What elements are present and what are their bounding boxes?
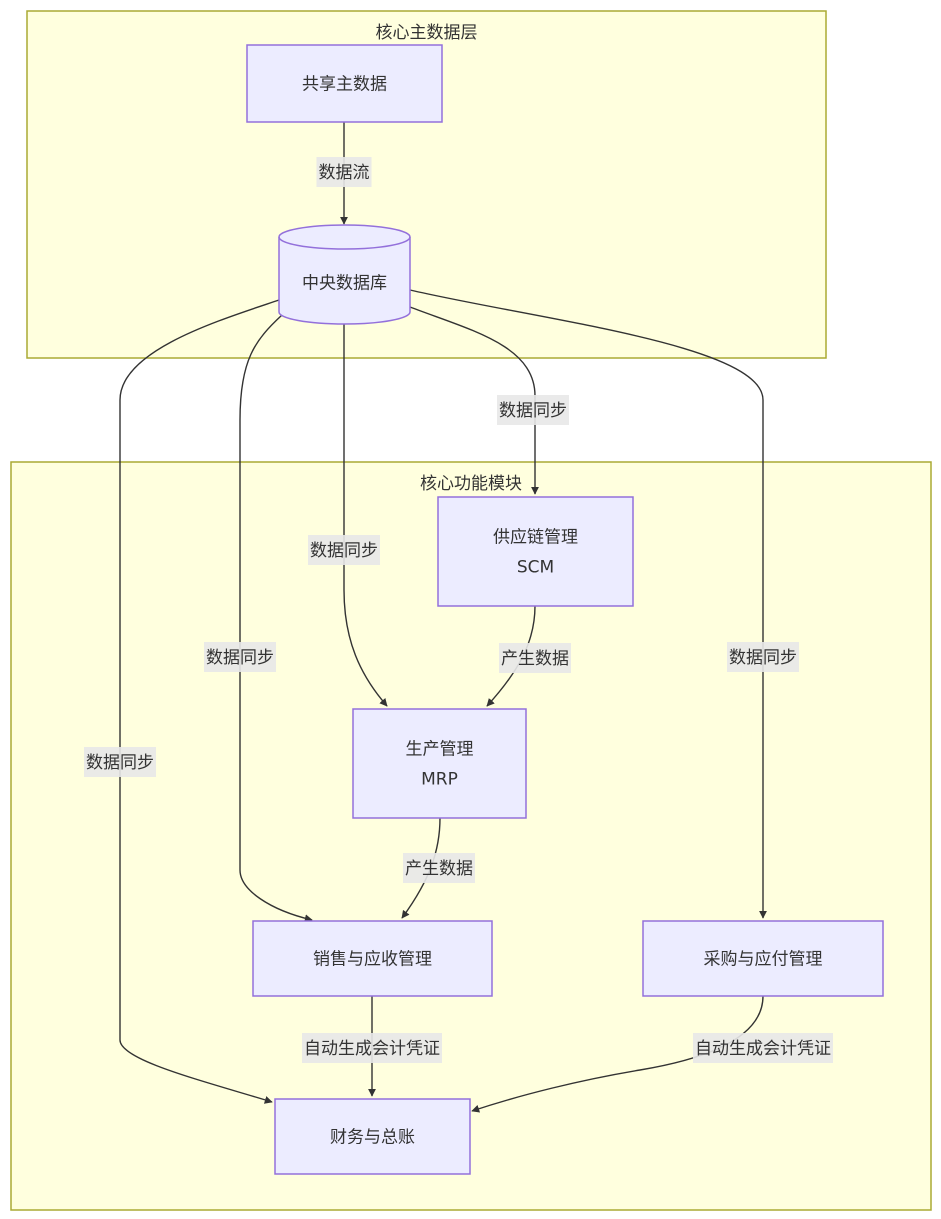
node-db[interactable]: 中央数据库 bbox=[278, 224, 411, 325]
node-label: MRP bbox=[421, 770, 458, 790]
cluster-title: 核心主数据层 bbox=[376, 23, 478, 43]
edge-label-background bbox=[302, 1033, 442, 1063]
database-cylinder-body bbox=[278, 224, 411, 325]
edge-db-to-purchase bbox=[409, 289, 767, 919]
edge-label-background bbox=[403, 853, 475, 883]
node-label: 中央数据库 bbox=[302, 274, 387, 294]
edge-label-text: 数据同步 bbox=[729, 648, 797, 668]
node-box bbox=[642, 920, 884, 997]
edge-purchase-to-finance bbox=[471, 995, 764, 1113]
edge-label-text: 产生数据 bbox=[405, 859, 473, 879]
database-cylinder-rim bbox=[278, 236, 411, 250]
edge-label-text: 数据流 bbox=[319, 163, 370, 183]
edge-label-purchase-to-finance: 自动生成会计凭证 bbox=[693, 1033, 833, 1063]
node-label: 采购与应付管理 bbox=[704, 950, 823, 970]
edge-label-text: 数据同步 bbox=[206, 648, 274, 668]
node-box bbox=[252, 920, 493, 997]
edge-label-db-to-purchase: 数据同步 bbox=[727, 642, 799, 672]
node-label: SCM bbox=[517, 558, 554, 578]
edge-label-text: 数据同步 bbox=[86, 753, 154, 773]
node-box bbox=[437, 496, 634, 607]
edge-label-background bbox=[316, 157, 372, 187]
edge-label-background bbox=[499, 643, 571, 673]
edge-label-background bbox=[497, 395, 569, 425]
node-sales[interactable]: 销售与应收管理 bbox=[252, 920, 493, 997]
node-label: 财务与总账 bbox=[330, 1128, 415, 1148]
edge-label-shared-to-db: 数据流 bbox=[316, 157, 372, 187]
edge-label-scm-to-mrp: 产生数据 bbox=[499, 643, 571, 673]
edge-label-db-to-scm: 数据同步 bbox=[497, 395, 569, 425]
node-finance[interactable]: 财务与总账 bbox=[274, 1098, 471, 1175]
edge-label-background bbox=[308, 535, 380, 565]
edge-label-db-to-sales: 数据同步 bbox=[204, 642, 276, 672]
edge-db-to-scm bbox=[409, 306, 539, 495]
node-box bbox=[246, 44, 443, 123]
edge-db-to-mrp bbox=[343, 324, 388, 707]
edge-db-to-sales bbox=[239, 314, 313, 923]
edge-label-background bbox=[204, 642, 276, 672]
edge-label-mrp-to-sales: 产生数据 bbox=[403, 853, 475, 883]
node-box bbox=[352, 708, 527, 819]
edge-label-background bbox=[84, 747, 156, 777]
cluster-title: 核心功能模块 bbox=[420, 474, 522, 494]
node-label: 销售与应收管理 bbox=[313, 950, 432, 970]
edge-label-sales-to-finance: 自动生成会计凭证 bbox=[302, 1033, 442, 1063]
node-mrp[interactable]: 生产管理 MRP bbox=[352, 708, 527, 819]
node-purchase[interactable]: 采购与应付管理 bbox=[642, 920, 884, 997]
edge-label-text: 自动生成会计凭证 bbox=[695, 1039, 831, 1059]
node-box bbox=[274, 1098, 471, 1175]
edge-label-text: 产生数据 bbox=[501, 649, 569, 669]
node-label: 生产管理 bbox=[406, 740, 474, 760]
edge-label-text: 数据同步 bbox=[310, 541, 378, 561]
node-label: 供应链管理 bbox=[493, 528, 578, 548]
edge-label-background bbox=[727, 642, 799, 672]
node-label: 共享主数据 bbox=[302, 75, 387, 95]
edge-label-db-to-mrp: 数据同步 bbox=[308, 535, 380, 565]
node-scm[interactable]: 供应链管理 SCM bbox=[437, 496, 634, 607]
edge-label-db-to-finance: 数据同步 bbox=[84, 747, 156, 777]
node-shared[interactable]: 共享主数据 bbox=[246, 44, 443, 123]
edge-db-to-finance bbox=[119, 299, 280, 1104]
edge-label-background bbox=[693, 1033, 833, 1063]
edge-label-text: 数据同步 bbox=[499, 401, 567, 421]
edge-label-text: 自动生成会计凭证 bbox=[304, 1039, 440, 1059]
